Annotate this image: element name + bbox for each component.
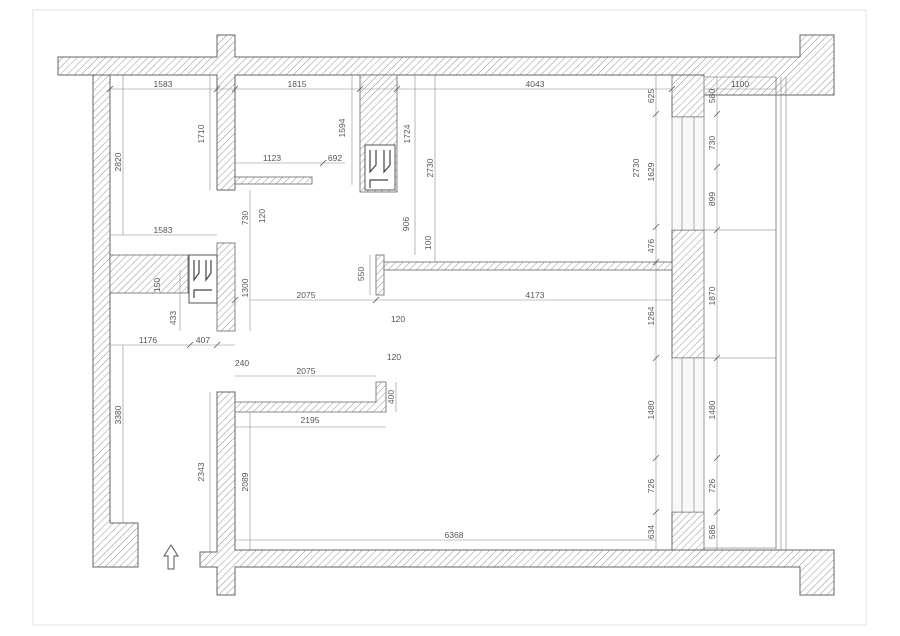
dim-cor-2: 407 xyxy=(196,335,210,345)
dim-vent-1: 1594 xyxy=(337,118,347,137)
dim-room-height-2: 2730 xyxy=(631,158,641,177)
dim-top-4: 1100 xyxy=(731,79,750,89)
up-arrow-icon xyxy=(163,544,179,570)
dim-low-1: 2343 xyxy=(196,462,206,481)
dim-cor-1: 1176 xyxy=(139,335,158,345)
dim-left-1: 2820 xyxy=(113,152,123,171)
dim-right-a-4: 1264 xyxy=(646,306,656,325)
vent-shaft-icon xyxy=(188,144,396,304)
dim-right-a-2: 1629 xyxy=(646,162,656,181)
dim-cor-4: 2075 xyxy=(297,366,316,376)
dim-right-b-6: 726 xyxy=(707,479,717,493)
dim-vent-4: 100 xyxy=(423,236,433,250)
dim-mid-2: 150 xyxy=(152,278,162,292)
dim-mid-1: 1583 xyxy=(154,225,173,235)
dim-ul-4: 730 xyxy=(240,211,250,225)
dim-cor-7: 2195 xyxy=(301,415,320,425)
dim-right-b-5: 1480 xyxy=(707,400,717,419)
dim-right-a-1: 625 xyxy=(646,89,656,103)
dim-room-height-1: 2730 xyxy=(425,158,435,177)
shelf-upper-left xyxy=(234,176,313,185)
dim-ul-3: 692 xyxy=(328,153,342,163)
right-wall-lower xyxy=(671,511,705,551)
dim-right-a-7: 634 xyxy=(646,525,656,539)
drawing-frame xyxy=(32,9,867,626)
dim-low-3: 6368 xyxy=(445,530,464,540)
dim-mid-3: 433 xyxy=(168,311,178,325)
dim-mid-4: 1300 xyxy=(240,278,250,297)
outer-wall-bottom xyxy=(199,391,835,596)
dim-top-2: 1815 xyxy=(288,79,307,89)
dim-right-a-5: 1480 xyxy=(646,400,656,419)
window-upper xyxy=(671,116,705,231)
dim-right-b-3: 899 xyxy=(707,192,717,206)
dim-cor-3: 240 xyxy=(235,358,249,368)
dim-right-a-6: 726 xyxy=(646,479,656,493)
dim-vent-5: 550 xyxy=(356,267,366,281)
dim-ul-5: 120 xyxy=(257,209,267,223)
outer-wall-left xyxy=(92,74,139,568)
partition-column-left xyxy=(216,242,236,332)
dim-right-b-1: 580 xyxy=(707,89,717,103)
dim-right-b-2: 730 xyxy=(707,136,717,150)
dim-top-3: 4043 xyxy=(526,79,545,89)
right-wall-middle xyxy=(671,229,705,359)
dim-right-b-7: 586 xyxy=(707,525,717,539)
dim-ul-1: 1710 xyxy=(196,124,206,143)
dim-cor-5: 120 xyxy=(387,352,401,362)
dim-mid-6: 4173 xyxy=(526,290,545,300)
outer-wall-top xyxy=(57,34,835,191)
dimension-lines xyxy=(110,75,776,552)
dimension-labels: 1583 1815 4043 1100 625 1629 476 1264 14… xyxy=(113,79,749,540)
partition-middle-left xyxy=(109,254,189,294)
dim-vent-6: 120 xyxy=(391,314,405,324)
dimension-ticks xyxy=(106,85,721,516)
dim-right-a-3: 476 xyxy=(646,239,656,253)
window-lower xyxy=(671,357,705,513)
dim-vent-3: 906 xyxy=(401,217,411,231)
dim-ul-2: 1123 xyxy=(263,153,282,163)
partition-horizontal-right xyxy=(383,261,673,271)
dim-low-2: 2089 xyxy=(240,472,250,491)
right-wall-upper xyxy=(671,74,705,118)
dim-top-1: 1583 xyxy=(154,79,173,89)
partition-corridor xyxy=(234,381,387,413)
partition-stub xyxy=(375,254,385,296)
dim-mid-5: 2075 xyxy=(297,290,316,300)
dim-cor-6: 400 xyxy=(386,390,396,404)
dim-right-b-4: 1870 xyxy=(707,286,717,305)
dim-left-2: 3380 xyxy=(113,405,123,424)
dim-vent-2: 1724 xyxy=(402,124,412,143)
